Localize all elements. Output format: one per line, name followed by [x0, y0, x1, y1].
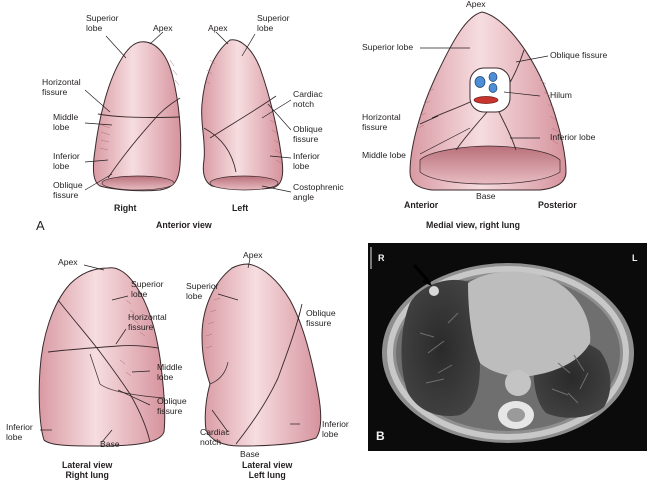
label-lateral-middle-lobe: Middle lobe: [157, 362, 183, 382]
label-lateral-superior-lobe-left: Superior lobe: [186, 281, 219, 301]
label-horizontal-fissure: Horizontal fissure: [42, 77, 81, 97]
panel-b-letter: B: [376, 429, 385, 443]
caption-right: Right: [114, 203, 137, 213]
label-hilum: Hilum: [550, 90, 572, 100]
label-superior-lobe-right: Superior lobe: [86, 13, 119, 33]
caption-left: Left: [232, 203, 249, 213]
label-oblique-fissure-left: Oblique fissure: [293, 124, 323, 144]
caption-anterior: Anterior: [404, 200, 439, 210]
label-apex-right: Apex: [153, 23, 173, 33]
label-lateral-apex-left: Apex: [243, 250, 263, 260]
label-medial-horizontal-fissure: Horizontal fissure: [362, 112, 401, 132]
lateral-left-lung: [201, 263, 322, 447]
caption-lateral-left: Lateral view Left lung: [242, 460, 293, 480]
label-costophrenic-angle: Costophrenic angle: [293, 182, 344, 202]
label-lateral-oblique-fissure-left: Oblique fissure: [306, 308, 336, 328]
ct-scan-image: R L B: [368, 243, 647, 451]
label-apex-left: Apex: [208, 23, 228, 33]
label-inferior-lobe-right: Inferior lobe: [53, 151, 80, 171]
medial-right-lung: [409, 11, 567, 191]
ct-side-right: R: [378, 253, 385, 263]
caption-lateral-right: Lateral view Right lung: [62, 460, 113, 480]
label-medial-base: Base: [476, 191, 496, 201]
label-middle-lobe: Middle lobe: [53, 112, 79, 132]
label-lateral-cardiac-notch: Cardiac notch: [200, 427, 230, 447]
label-medial-apex: Apex: [466, 0, 486, 9]
caption-medial-view: Medial view, right lung: [426, 220, 521, 230]
label-lateral-oblique-fissure-right: Oblique fissure: [157, 396, 187, 416]
ct-scan-drawing: [370, 247, 634, 443]
label-superior-lobe-left: Superior lobe: [257, 13, 290, 33]
label-lateral-superior-lobe-right: Superior lobe: [131, 279, 164, 299]
panel-a-letter: A: [36, 218, 45, 233]
label-lateral-horizontal-fissure: Horizontal fissure: [128, 312, 167, 332]
label-cardiac-notch: Cardiac notch: [293, 89, 323, 109]
caption-anterior-view: Anterior view: [156, 220, 212, 230]
label-lateral-inferior-lobe-right: Inferior lobe: [6, 422, 33, 442]
label-oblique-fissure-right: Oblique fissure: [53, 180, 83, 200]
label-medial-superior-lobe: Superior lobe: [362, 42, 414, 52]
label-inferior-lobe-left: Inferior lobe: [293, 151, 320, 171]
label-lateral-apex-right: Apex: [58, 257, 78, 267]
caption-posterior: Posterior: [538, 200, 577, 210]
anterior-left-lung: [201, 39, 284, 191]
anterior-right-lung: [92, 41, 182, 192]
label-medial-middle-lobe: Middle lobe: [362, 150, 406, 160]
ct-side-left: L: [632, 253, 638, 263]
label-medial-inferior-lobe: Inferior lobe: [550, 132, 596, 142]
label-lateral-inferior-lobe-left: Inferior lobe: [322, 419, 349, 439]
label-lateral-base-right: Base: [100, 439, 120, 449]
label-lateral-base-left: Base: [240, 449, 260, 459]
leader-lines: [40, 31, 549, 443]
label-medial-oblique-fissure: Oblique fissure: [550, 50, 608, 60]
